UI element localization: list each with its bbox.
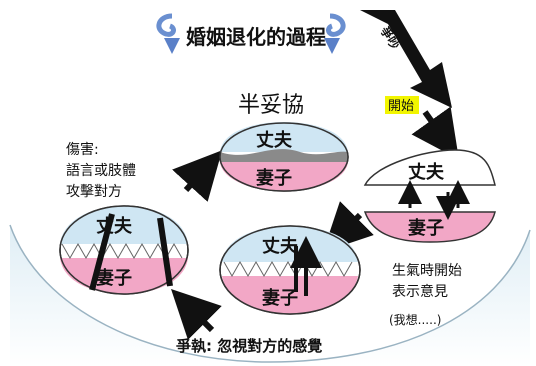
dispute-note: 爭執: 忽視對方的感覺 (176, 337, 322, 355)
stage2-wife: 妻子 (262, 288, 298, 309)
arrow-stage2-to-stage3 (171, 289, 222, 340)
half-compromise-label: 半妥協 (238, 93, 304, 118)
cloud-outline (9, 224, 531, 363)
anger-line-1: 生氣時開始 (392, 263, 462, 279)
stage1-husband: 丈夫 (408, 161, 445, 183)
right-swirl-icon (324, 13, 346, 54)
stage-anger-oval: 丈夫 妻子 (363, 149, 496, 243)
stage1-wife: 妻子 (408, 218, 444, 239)
stage3-wife: 妻子 (96, 268, 132, 289)
diagram-title: 婚姻退化的過程 (186, 25, 326, 49)
cloud-background (10, 225, 530, 366)
think-note: (我想.....) (389, 312, 441, 327)
injury-line-2: 語言或肢體 (66, 163, 136, 179)
stage-compromise-oval: 丈夫 妻子 (219, 122, 349, 192)
injury-line-3: 攻擊對方 (66, 183, 122, 200)
stage3-husband: 丈夫 (96, 215, 133, 237)
anger-line-2: 表示意見 (392, 283, 448, 300)
stage4-husband: 丈夫 (256, 129, 293, 151)
arrow-stage1-to-stage2 (323, 201, 374, 252)
stage2-husband: 丈夫 (262, 235, 299, 257)
arrow-start-to-stage1 (411, 106, 459, 160)
stage-dispute-oval: 丈夫 妻子 (219, 225, 361, 315)
left-swirl-icon (156, 13, 180, 54)
start-highlight (385, 96, 419, 114)
start-label: 開始 (388, 99, 414, 114)
injury-line-1: 傷害: (66, 142, 99, 158)
quarrel-arrow: 爭吵 (360, 10, 452, 108)
arrow-stage3-to-stage4 (172, 150, 223, 202)
stage4-wife: 妻子 (256, 168, 292, 189)
stage-injury-oval: 丈夫 妻子 (59, 205, 189, 295)
